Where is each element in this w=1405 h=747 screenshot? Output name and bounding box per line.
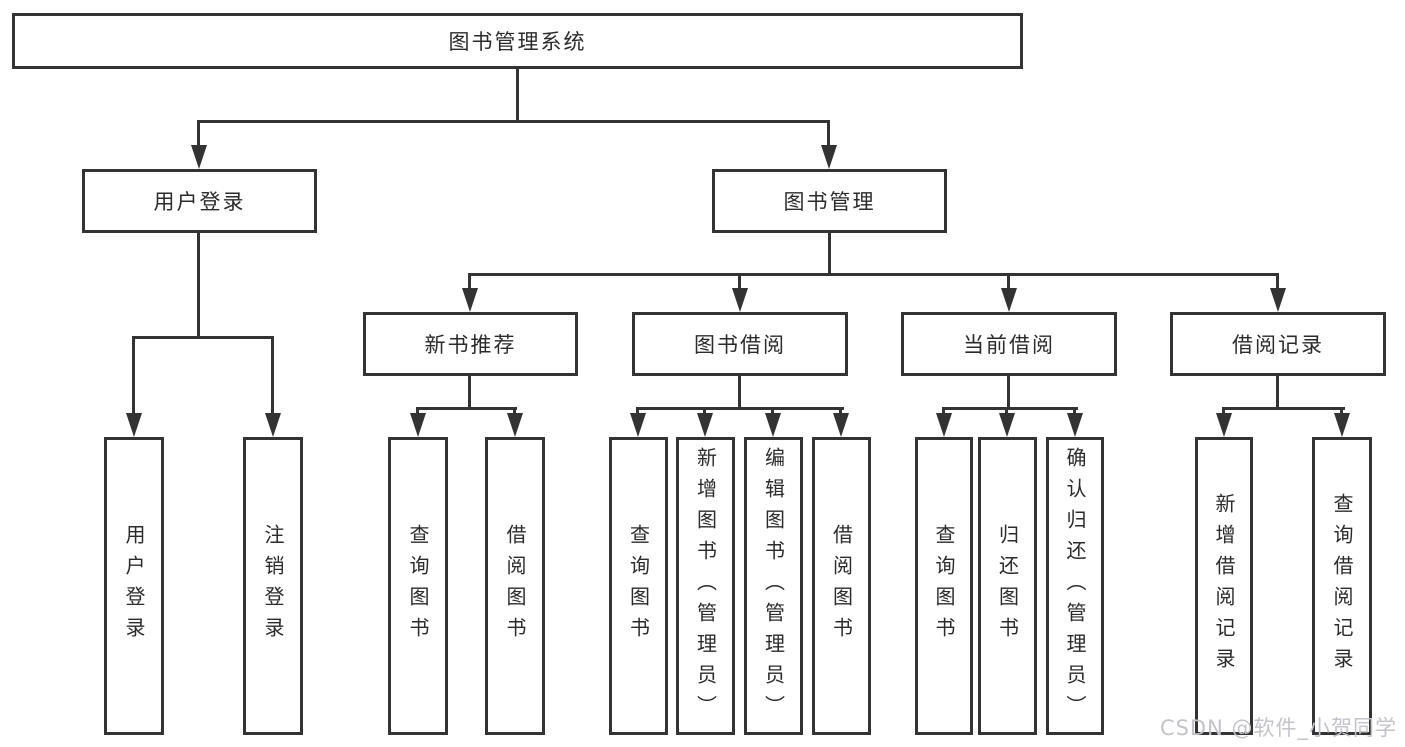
connector-line [1222, 407, 1345, 410]
arrow-down-icon [833, 413, 849, 437]
leaf-cb-confirm-return-admin-label: 确认归还（管理员） [1063, 446, 1087, 726]
node-current-borrowing: 当前借阅 [901, 312, 1117, 376]
leaf-bb-edit-books-admin-label: 编辑图书（管理员） [761, 446, 786, 726]
connector-line [416, 407, 517, 410]
connector-line [636, 407, 639, 416]
node-new-book-recommend-label: 新书推荐 [424, 333, 517, 357]
connector-line [827, 120, 830, 148]
leaf-cb-query-books: 查询图书 [915, 437, 973, 735]
connector-line [416, 407, 419, 416]
arrow-down-icon [191, 145, 207, 169]
arrow-down-icon [265, 413, 281, 437]
arrow-down-icon [1334, 413, 1350, 437]
node-book-management-branch-label: 图书管理 [783, 190, 876, 214]
leaf-br-query-record: 查询借阅记录 [1312, 437, 1372, 735]
connector-line [738, 273, 741, 291]
leaf-nbr-borrow-books-label: 借阅图书 [503, 524, 527, 648]
arrow-down-icon [1216, 413, 1232, 437]
leaf-logout-label: 注销登录 [261, 524, 285, 648]
connector-line [513, 407, 516, 416]
arrow-down-icon [697, 413, 713, 437]
arrow-down-icon [936, 413, 952, 437]
node-book-borrowing-label: 图书借阅 [694, 333, 786, 357]
leaf-br-query-record-label: 查询借阅记录 [1330, 493, 1354, 679]
connector-line [636, 407, 844, 410]
leaf-nbr-borrow-books: 借阅图书 [485, 437, 545, 735]
arrow-down-icon [630, 413, 646, 437]
leaf-br-add-record-label: 新增借阅记录 [1212, 493, 1236, 679]
arrow-down-icon [126, 413, 142, 437]
leaf-user-login-label: 用户登录 [122, 524, 146, 648]
connector-line [1340, 407, 1343, 416]
connector-line [1007, 376, 1010, 410]
connector-line [132, 336, 135, 416]
connector-line [468, 376, 471, 410]
node-book-borrowing: 图书借阅 [632, 312, 848, 376]
leaf-bb-query-books-label: 查询图书 [626, 524, 651, 648]
connector-line [197, 120, 200, 148]
arrow-down-icon [765, 413, 781, 437]
connector-line [468, 273, 471, 291]
node-user-login-branch: 用户登录 [82, 169, 317, 233]
connector-line [197, 120, 830, 123]
connector-line [942, 407, 945, 416]
connector-line [1005, 407, 1008, 416]
arrow-down-icon [999, 413, 1015, 437]
csdn-watermark: CSDN @软件_小贺同学 [1159, 716, 1397, 740]
connector-line [1222, 407, 1225, 416]
node-book-management-branch: 图书管理 [712, 169, 947, 233]
connector-line [271, 336, 274, 416]
leaf-bb-add-books-admin: 新增图书（管理员） [676, 437, 735, 735]
connector-line [703, 407, 706, 416]
leaf-nbr-query-books-label: 查询图书 [406, 524, 430, 648]
arrow-down-icon [462, 288, 478, 312]
leaf-cb-return-books-label: 归还图书 [995, 524, 1020, 648]
connector-line [1073, 407, 1076, 416]
node-root-label: 图书管理系统 [448, 30, 587, 54]
arrow-down-icon [1270, 288, 1286, 312]
node-borrowing-records-label: 借阅记录 [1232, 333, 1324, 357]
leaf-nbr-query-books: 查询图书 [388, 437, 448, 735]
connector-line [1276, 376, 1279, 410]
connector-line [839, 407, 842, 416]
connector-line [1007, 273, 1010, 291]
node-new-book-recommend: 新书推荐 [363, 312, 578, 376]
arrow-down-icon [1067, 413, 1083, 437]
leaf-cb-query-books-label: 查询图书 [932, 524, 956, 648]
connector-line [1276, 273, 1279, 291]
connector-line [942, 407, 1078, 410]
arrow-down-icon [507, 413, 523, 437]
leaf-bb-borrow-books-label: 借阅图书 [829, 524, 854, 648]
node-borrowing-records: 借阅记录 [1170, 312, 1386, 376]
leaf-bb-borrow-books: 借阅图书 [812, 437, 871, 735]
leaf-logout: 注销登录 [243, 437, 303, 735]
connector-line [516, 69, 519, 123]
arrow-down-icon [732, 288, 748, 312]
node-current-borrowing-label: 当前借阅 [963, 333, 1055, 357]
node-user-login-branch-label: 用户登录 [153, 190, 246, 214]
connector-line [771, 407, 774, 416]
connector-line [132, 336, 274, 339]
connector-line [828, 233, 831, 276]
leaf-bb-edit-books-admin: 编辑图书（管理员） [744, 437, 803, 735]
leaf-br-add-record: 新增借阅记录 [1195, 437, 1253, 735]
leaf-user-login: 用户登录 [104, 437, 164, 735]
connector-line [738, 376, 741, 410]
leaf-cb-confirm-return-admin: 确认归还（管理员） [1046, 437, 1104, 735]
connector-line [468, 273, 1279, 276]
leaf-bb-add-books-admin-label: 新增图书（管理员） [693, 446, 718, 726]
arrow-down-icon [821, 145, 837, 169]
leaf-cb-return-books: 归还图书 [978, 437, 1037, 735]
node-root: 图书管理系统 [12, 13, 1023, 69]
connector-line [197, 233, 200, 339]
arrow-down-icon [410, 413, 426, 437]
leaf-bb-query-books: 查询图书 [609, 437, 668, 735]
arrow-down-icon [1001, 288, 1017, 312]
